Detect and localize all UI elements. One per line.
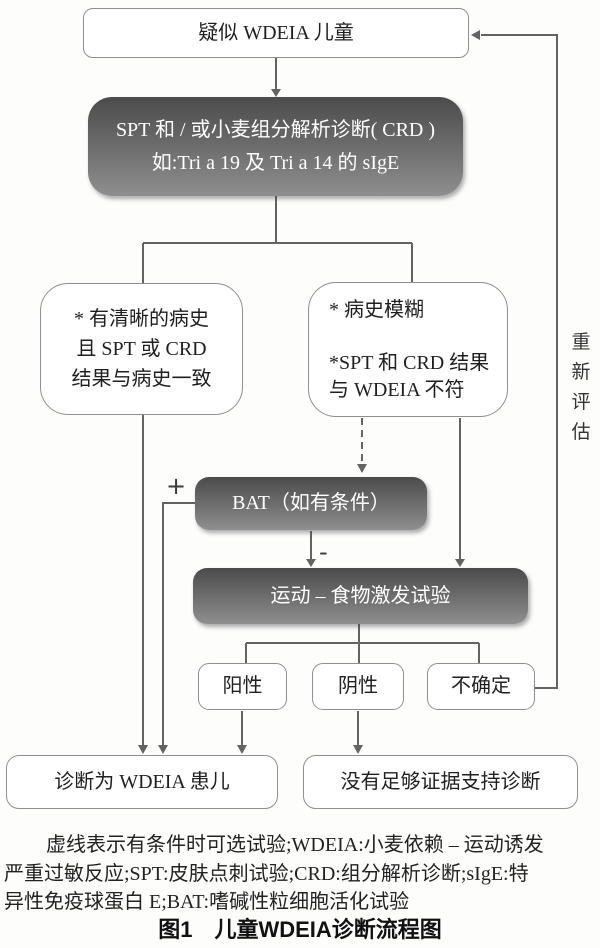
node-diagnosed-label: 诊断为 WDEIA 患儿 — [54, 770, 230, 793]
arrowhead-loop-to-suspect — [471, 30, 480, 40]
arrowhead-bat-to-diagnosis — [158, 745, 168, 754]
node-insufficient-label: 没有足够证据支持诊断 — [340, 770, 541, 793]
arrowhead-to-sptcrd — [271, 89, 281, 97]
node-suspected-wdeia-label: 疑似 WDEIA 儿童 — [198, 21, 354, 44]
node-bat: BAT（如有条件） — [195, 477, 427, 530]
node-exercise-food-challenge: 运动 – 食物激发试验 — [193, 568, 528, 624]
node-negative-label: 阴性 — [338, 675, 378, 697]
node-clear-history: * 有清晰的病史 且 SPT 或 CRD 结果与病史一致 — [40, 283, 243, 415]
edge-challenge-split — [245, 624, 480, 664]
node-negative: 阴性 — [312, 663, 404, 710]
node-vague-history-line2: *SPT 和 CRD 结果 — [329, 352, 490, 374]
edge-sptcrd-split — [142, 196, 413, 284]
node-vague-history: * 病史模糊 *SPT 和 CRD 结果 与 WDEIA 不符 — [308, 282, 508, 417]
node-challenge-label: 运动 – 食物激发试验 — [270, 584, 451, 607]
arrowhead-dashed-to-bat — [357, 464, 367, 473]
node-spt-crd-line2: 如:Tri a 19 及 Tri a 14 的 sIgE — [151, 151, 400, 174]
node-uncertain-label: 不确定 — [451, 675, 511, 697]
arrowhead-vague-to-challenge — [455, 559, 465, 567]
node-vague-history-line3: 与 WDEIA 不符 — [329, 379, 465, 401]
node-positive-label: 阳性 — [222, 675, 263, 697]
node-spt-crd-line1: SPT 和 / 或小麦组分解析诊断( CRD ) — [115, 118, 436, 141]
caption-line-1: 虚线表示有条件时可选试验;WDEIA:小麦依赖 – 运动诱发 — [46, 834, 544, 856]
edge-reassess-loop — [481, 34, 558, 689]
figure-title: 图1 儿童WDEIA诊断流程图 — [158, 917, 442, 942]
label-bat-plus: + — [166, 472, 187, 500]
caption-line-3: 异性免疫球蛋白 E;BAT:嗜碱性粒细胞活化试验 — [4, 891, 410, 913]
edge-bat-positive-to-diagnosis — [162, 502, 195, 747]
label-reassess: 重新评估 — [571, 332, 591, 443]
caption-line-2: 严重过敏反应;SPT:皮肤点刺试验;CRD:组分解析诊断;sIgE:特 — [4, 863, 529, 885]
node-uncertain: 不确定 — [427, 663, 535, 710]
node-clear-history-line1: * 有清晰的病史 — [74, 308, 209, 330]
arrowhead-clear-to-diagnosis — [138, 745, 148, 754]
arrowhead-negative-to-insufficient — [353, 745, 363, 754]
arrowhead-bat-to-challenge — [306, 559, 316, 567]
node-insufficient-evidence: 没有足够证据支持诊断 — [303, 755, 578, 809]
node-clear-history-line2: 且 SPT 或 CRD — [76, 338, 207, 360]
label-bat-minus: - — [319, 538, 328, 566]
node-bat-label: BAT（如有条件） — [232, 492, 390, 514]
node-suspected-wdeia: 疑似 WDEIA 儿童 — [83, 8, 469, 58]
arrowhead-positive-to-diagnosis — [237, 745, 247, 754]
node-spt-crd: SPT 和 / 或小麦组分解析诊断( CRD ) 如:Tri a 19 及 Tr… — [88, 97, 463, 196]
node-clear-history-line3: 结果与病史一致 — [71, 368, 212, 390]
node-vague-history-line1: * 病史模糊 — [329, 299, 424, 321]
node-diagnosed-wdeia: 诊断为 WDEIA 患儿 — [6, 755, 278, 809]
node-positive: 阳性 — [198, 663, 287, 710]
